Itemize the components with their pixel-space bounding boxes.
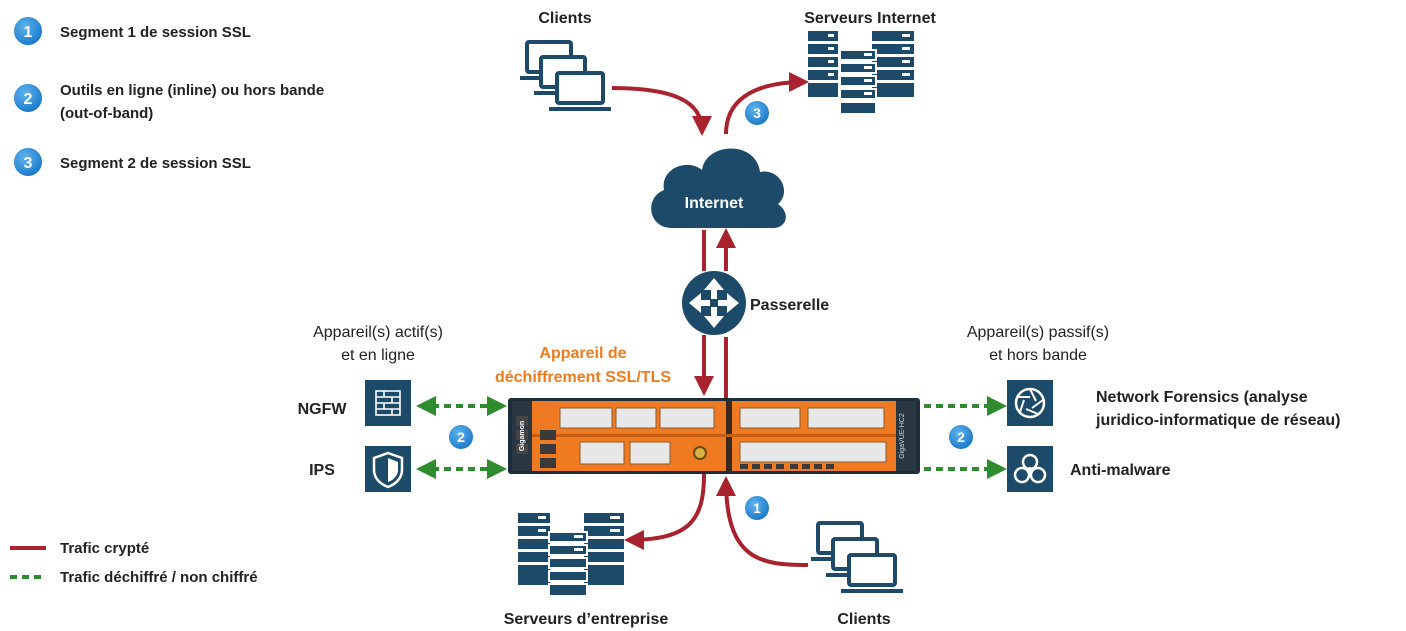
svg-text:1: 1 (753, 500, 761, 516)
clients-bottom-label: Clients (837, 611, 890, 628)
encrypted-flow-clients-bottom (716, 476, 809, 567)
svg-text:2: 2 (24, 91, 33, 108)
active-devices-label-1: Appareil(s) actif(s) (313, 324, 443, 341)
ngfw-firewall-icon (365, 380, 411, 426)
legend-item-1: 1 Segment 1 de session SSL (12, 15, 251, 47)
legend-label-2b: (out-of-band) (60, 105, 153, 122)
internet-servers-label: Serveurs Internet (804, 10, 936, 27)
appliance-model-label: GigaVUE-HC2 (899, 413, 906, 459)
svg-text:3: 3 (24, 155, 33, 172)
passive-devices-label-1: Appareil(s) passif(s) (967, 324, 1109, 341)
ips-label: IPS (309, 462, 335, 479)
forensics-label-2: juridico-informatique de réseau) (1095, 412, 1340, 429)
legend-item-3: 3 Segment 2 de session SSL (12, 146, 251, 178)
ips-shield-icon (365, 446, 411, 492)
internet-label: Internet (685, 195, 744, 212)
badge-1-bottom: 1 (743, 494, 771, 522)
legend-decrypted-label: Trafic déchiffré / non chiffré (60, 569, 258, 586)
svg-text:3: 3 (753, 105, 761, 121)
clients-top-label: Clients (538, 10, 591, 27)
internet-cloud-icon (651, 148, 786, 229)
laptops-top-icon (520, 40, 611, 111)
servers-internet-icon (808, 31, 914, 115)
passive-devices-label-2: et hors bande (989, 347, 1087, 364)
gateway-router-icon (682, 271, 746, 335)
legend-item-2: 2 Outils en ligne (inline) ou hors bande… (12, 82, 324, 122)
badge-2-icon (12, 82, 44, 114)
forensics-label-1: Network Forensics (analyse (1096, 389, 1308, 406)
badge-3-icon (12, 146, 44, 178)
gigamon-appliance: GigaVUE-HC2 Gigamon (508, 398, 920, 474)
legend-label-2a: Outils en ligne (inline) ou hors bande (60, 82, 324, 99)
encrypted-flow-enterprise (624, 473, 706, 550)
appliance-label-1: Appareil de (539, 345, 626, 362)
antimalware-label: Anti-malware (1070, 462, 1171, 479)
appliance-brand-label: Gigamon (519, 421, 526, 451)
active-devices-label-2: et en ligne (341, 347, 415, 364)
badge-2-right: 2 (947, 423, 975, 451)
badge-3-top: 3 (743, 99, 771, 127)
appliance-label-2: déchiffrement SSL/TLS (495, 369, 671, 386)
enterprise-servers-icon (518, 513, 624, 597)
network-forensics-icon (1007, 380, 1053, 426)
enterprise-servers-label: Serveurs d’entreprise (504, 611, 669, 628)
badge-1-icon (12, 15, 44, 47)
svg-text:2: 2 (457, 429, 465, 445)
ngfw-label: NGFW (298, 401, 348, 418)
legend-label-1: Segment 1 de session SSL (60, 24, 251, 41)
antimalware-biohazard-icon (1007, 446, 1053, 492)
gateway-label: Passerelle (750, 297, 829, 314)
encrypted-flow-servers-top (724, 72, 809, 135)
legend-encrypted-label: Trafic crypté (60, 540, 149, 557)
svg-text:2: 2 (957, 429, 965, 445)
badge-2-left: 2 (447, 423, 475, 451)
laptops-bottom-icon (811, 521, 903, 593)
encrypted-flow-clients-top (611, 86, 712, 136)
legend-label-3: Segment 2 de session SSL (60, 155, 251, 172)
svg-text:1: 1 (24, 24, 33, 41)
